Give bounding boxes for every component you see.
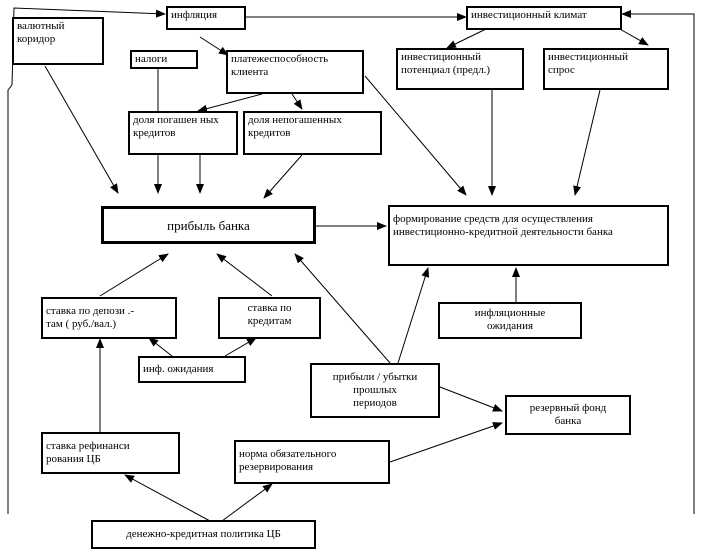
node-inf-expectations-short: инф. ожидания xyxy=(138,356,246,383)
edge-infexp-deposit xyxy=(148,337,173,357)
node-taxes: налоги xyxy=(130,50,198,69)
edge-policy-refinance xyxy=(124,474,211,522)
edge-norm-reserve xyxy=(389,422,503,463)
edge-solvency-unpaid xyxy=(291,93,303,110)
edge-loop-to-inflation xyxy=(7,7,166,514)
node-investment-potential: инвестиционный потенциал (предл.) xyxy=(396,48,524,90)
edge-past-reserve xyxy=(439,386,503,412)
node-past-periods-results: прибыли / убытки прошлых периодов xyxy=(310,363,440,418)
edge-climate-potential xyxy=(446,27,489,49)
edge-solvency-funds xyxy=(364,75,467,196)
node-currency-corridor: валютный коридор xyxy=(12,17,104,65)
node-reserve-fund: резервный фонд банка xyxy=(505,395,631,435)
node-investment-demand: инвестиционный спрос xyxy=(543,48,669,90)
node-deposit-rate: ставка по депози .- там ( руб./вал.) xyxy=(41,297,177,339)
node-cb-monetary-policy: денежно-кредитная политика ЦБ xyxy=(91,520,316,549)
edge-inflation-solvency xyxy=(199,36,229,56)
node-unpaid-loans-share: доля непогашенных кредитов xyxy=(243,111,382,155)
edge-infexp-credit xyxy=(224,337,257,357)
node-refinancing-rate: ставка рефинанси рования ЦБ xyxy=(41,432,180,474)
node-funds-formation: формирование средств для осуществления и… xyxy=(388,205,669,266)
node-inflation-expectations: инфляционные ожидания xyxy=(438,302,582,339)
node-reserve-requirement: норма обязательного резервирования xyxy=(234,440,390,484)
edge-credit-profit xyxy=(216,253,273,297)
edge-solvency-repaid xyxy=(197,93,263,113)
node-investment-climate: инвестиционный климат xyxy=(466,6,622,30)
edge-past-funds xyxy=(397,267,430,364)
node-credit-rate: ставка по кредитам xyxy=(218,297,321,339)
edge-corridor-profit xyxy=(44,65,119,194)
edge-climate-demand xyxy=(617,27,649,46)
node-inflation: инфляция xyxy=(166,6,246,30)
edge-policy-norm xyxy=(221,483,273,522)
edge-loop-to-climate xyxy=(621,10,695,514)
node-bank-profit: прибыль банка xyxy=(101,206,316,244)
node-client-solvency: платежеспособность клиента xyxy=(226,50,364,94)
edge-demand-funds xyxy=(573,89,601,196)
edge-unpaid-profit xyxy=(263,154,303,199)
edge-deposit-profit xyxy=(99,253,169,297)
node-repaid-loans-share: доля погашен ных кредитов xyxy=(128,111,238,155)
edge-past-profit xyxy=(294,253,391,364)
